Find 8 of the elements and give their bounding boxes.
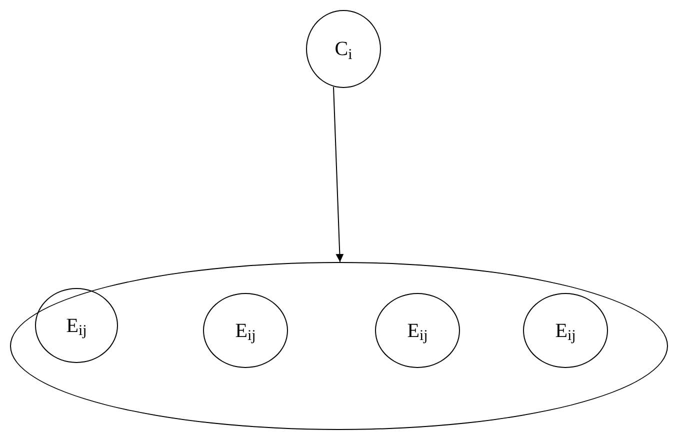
- node-label: C$_{i}$: [334, 39, 352, 59]
- group-ellipse: [10, 262, 668, 430]
- entity-circle: [306, 10, 381, 88]
- arrow: [333, 86, 344, 262]
- entity-circle: [375, 293, 460, 368]
- entity-circle: [203, 293, 288, 368]
- entity-circle: [523, 293, 608, 368]
- entity-circle: [35, 288, 118, 363]
